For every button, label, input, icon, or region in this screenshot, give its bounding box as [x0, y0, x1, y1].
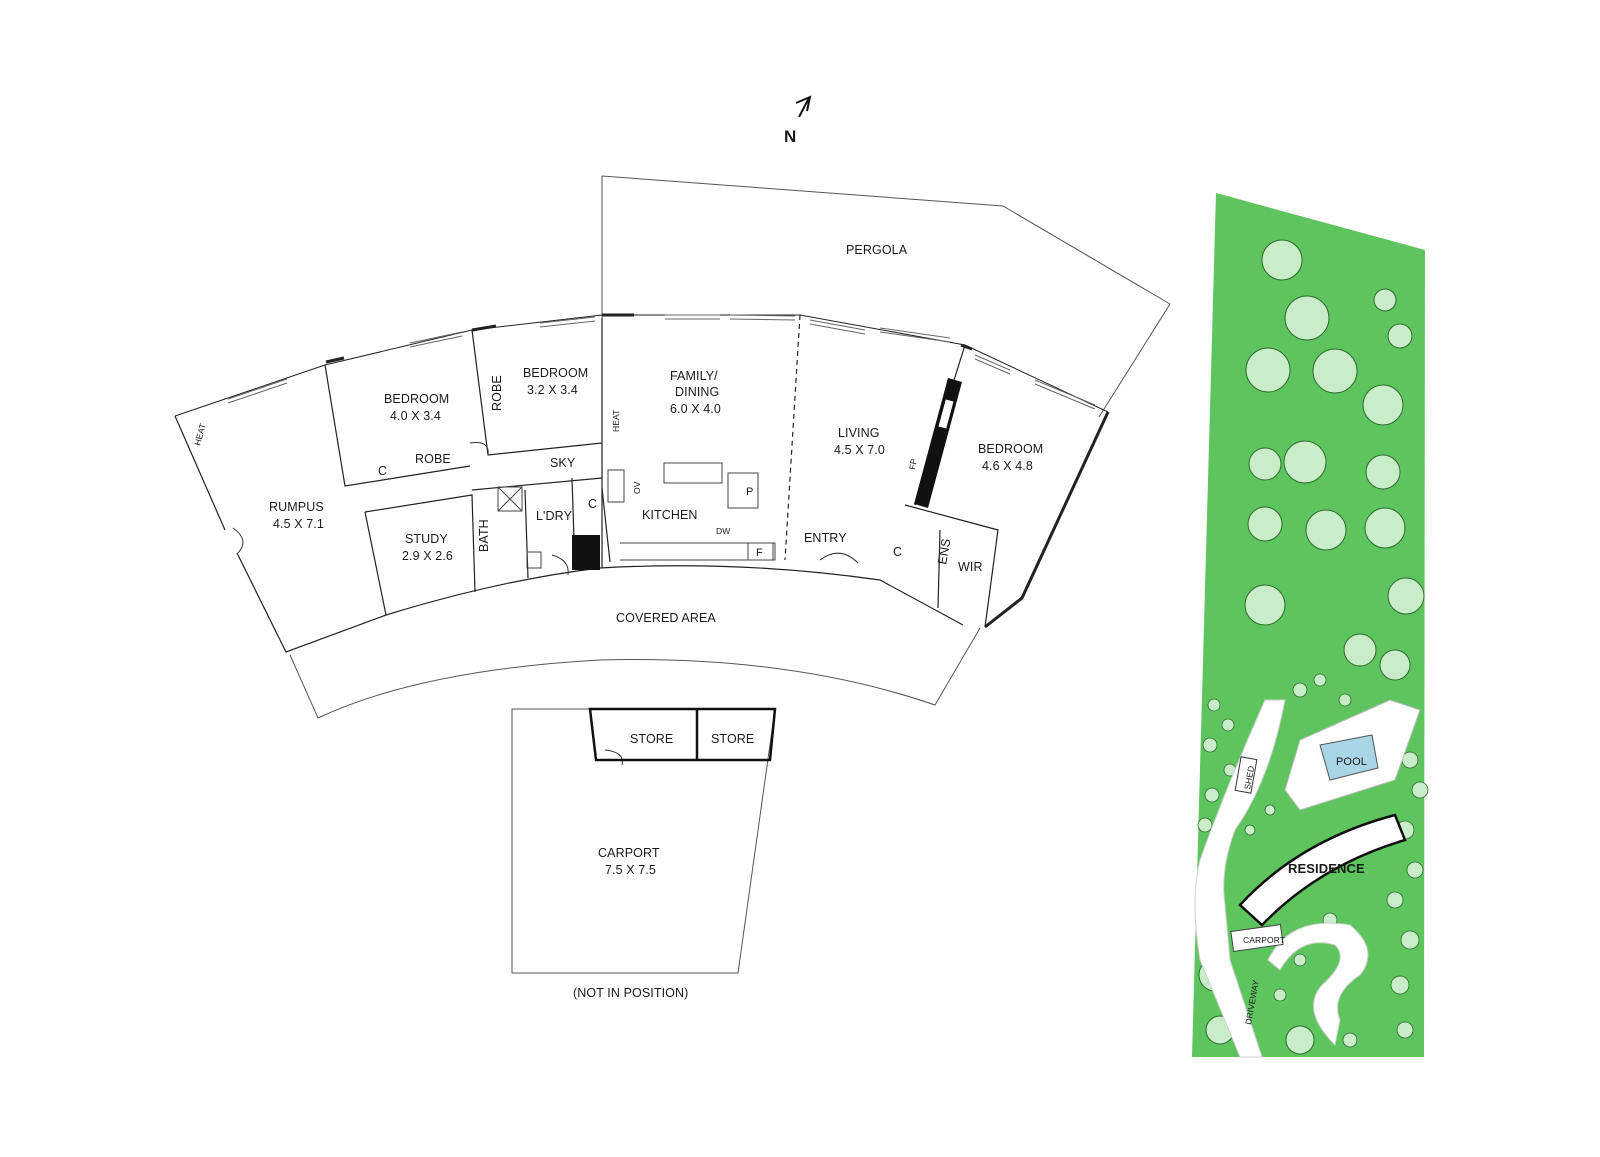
oven-label: OV: [632, 481, 642, 494]
north-label: N: [784, 127, 796, 146]
bedroom-1-size: 4.0 X 3.4: [390, 409, 441, 423]
covered-area-outline: [289, 627, 981, 719]
carport-size: 7.5 X 7.5: [605, 863, 656, 877]
north-arrow: N: [784, 95, 812, 146]
room-labels: BEDROOM 4.0 X 3.4 BEDROOM 3.2 X 3.4 FAMI…: [192, 366, 1043, 574]
kitchen-label: KITCHEN: [642, 508, 698, 522]
fireplace-insert: [938, 399, 954, 429]
robe-label: ROBE: [415, 452, 451, 466]
master-bedroom-label: BEDROOM: [978, 442, 1043, 456]
site-plan: POOL SHED RESIDENCE CARPORT DRIVEWAY: [1192, 193, 1429, 1058]
master-bedroom-size: 4.6 X 4.8: [982, 459, 1033, 473]
study-size: 2.9 X 2.6: [402, 549, 453, 563]
dishwasher-label: DW: [716, 526, 730, 536]
residence: [1238, 813, 1407, 927]
fireplace-label: FP: [907, 457, 919, 470]
entry-label: ENTRY: [804, 531, 847, 545]
family-label: FAMILY/: [670, 369, 718, 383]
not-in-position-note: (NOT IN POSITION): [573, 986, 688, 1000]
carport: STORE STORE CARPORT 7.5 X 7.5 (NOT IN PO…: [511, 707, 777, 1000]
family-size: 6.0 X 4.0: [670, 402, 721, 416]
rumpus-size: 4.5 X 7.1: [273, 517, 324, 531]
bedroom-2-size: 3.2 X 3.4: [527, 383, 578, 397]
windows: [227, 314, 1096, 410]
chimney-block: [572, 535, 600, 570]
residence-label: RESIDENCE: [1288, 861, 1365, 876]
walk-in-robe-label: WIR: [958, 560, 983, 574]
site-carport-label: CARPORT: [1243, 935, 1285, 945]
pool-label: POOL: [1336, 756, 1367, 768]
cupboard-label: C: [378, 464, 387, 478]
shed: [1234, 756, 1258, 794]
fireplace-wall: [914, 378, 962, 508]
store-1-label: STORE: [630, 732, 673, 746]
shed-label: SHED: [1242, 765, 1256, 790]
skylight-label: SKY: [550, 456, 576, 470]
bedroom-2-label: BEDROOM: [523, 366, 588, 380]
bath-label: BATH: [477, 519, 491, 552]
pool: [1319, 734, 1379, 781]
heater-label: HEAT: [192, 422, 207, 446]
pergola-outline: [601, 175, 1171, 418]
pantry-label: P: [746, 486, 753, 498]
dining-label: DINING: [675, 385, 719, 399]
carport-label: CARPORT: [598, 846, 660, 860]
kitchen-fixtures: [497, 462, 776, 569]
study-label: STUDY: [405, 532, 448, 546]
living-size: 4.5 X 7.0: [834, 443, 885, 457]
covered-area-label: COVERED AREA: [616, 611, 716, 625]
heater-label: HEAT: [611, 410, 621, 432]
robe-label-vertical: ROBE: [490, 375, 504, 411]
path: [1267, 922, 1369, 1047]
rumpus-label: RUMPUS: [269, 500, 324, 514]
doors: [232, 442, 859, 766]
fridge-label: F: [756, 547, 763, 559]
laundry-label: L'DRY: [536, 509, 573, 523]
living-label: LIVING: [838, 426, 880, 440]
site-carport: [1230, 924, 1284, 952]
bedroom-1-label: BEDROOM: [384, 392, 449, 406]
store-2-label: STORE: [711, 732, 754, 746]
cupboard-label: C: [588, 497, 597, 511]
cupboard-label: C: [893, 545, 902, 559]
pergola-label: PERGOLA: [846, 243, 908, 257]
driveway: [1194, 699, 1286, 1058]
ensuite-label: ENS: [935, 537, 953, 565]
